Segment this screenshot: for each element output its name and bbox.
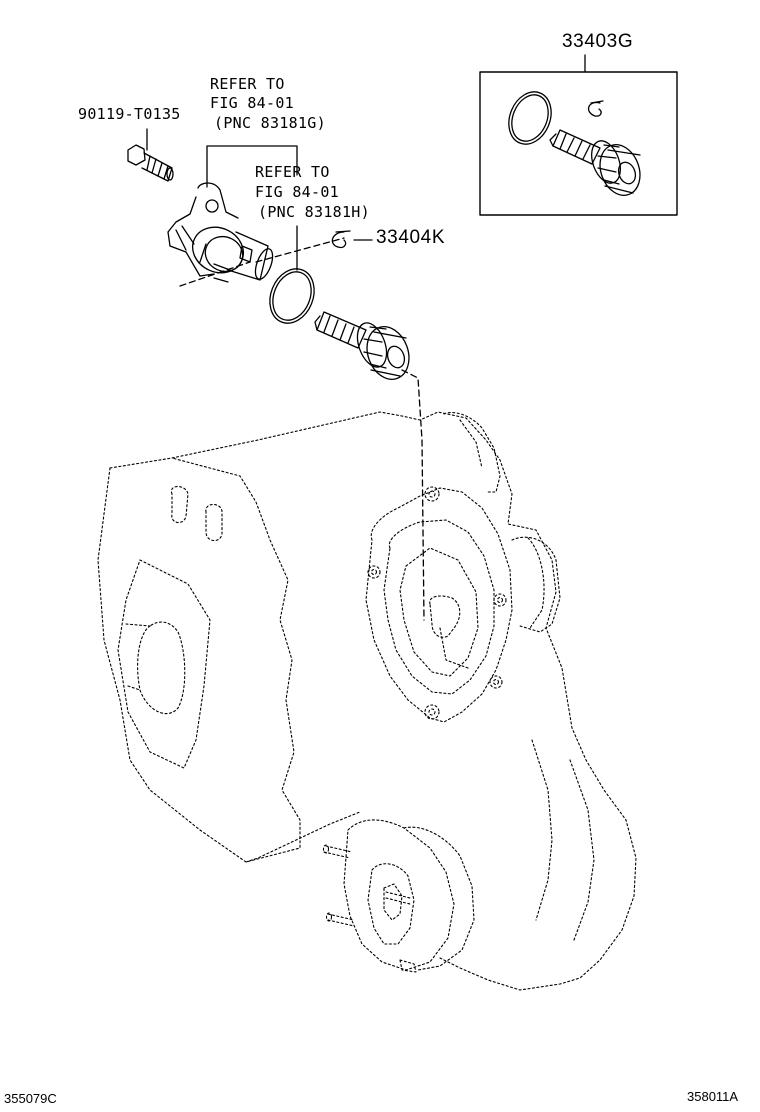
refer-h-line1: REFER TO [255,163,330,181]
leader-lines [146,128,373,271]
kit-box [479,54,678,216]
kit-gear-shaft [549,129,641,196]
footer-left-code: 355079C [4,1091,57,1106]
footer-right-code: 358011A [687,1089,739,1104]
kit-part-number: 33403G [562,31,634,52]
kit-o-ring [508,91,552,145]
clip [331,230,351,249]
kit-clip [587,100,604,117]
driven-gear [314,311,410,380]
o-ring [269,268,315,324]
bolt-part-number: 90119-T0135 [78,105,181,123]
refer-g-line1: REFER TO [210,75,285,93]
bolt [127,144,174,182]
refer-h-line3: (PNC 83181H) [258,203,370,221]
assembly-dashed-line [179,237,425,621]
transfer-case-outline [97,411,637,991]
refer-g-line2: FIG 84-01 [210,94,294,112]
refer-g-line3: (PNC 83181G) [214,114,326,132]
clip-part-number: 33404K [376,227,446,248]
refer-h-line2: FIG 84-01 [255,183,339,201]
